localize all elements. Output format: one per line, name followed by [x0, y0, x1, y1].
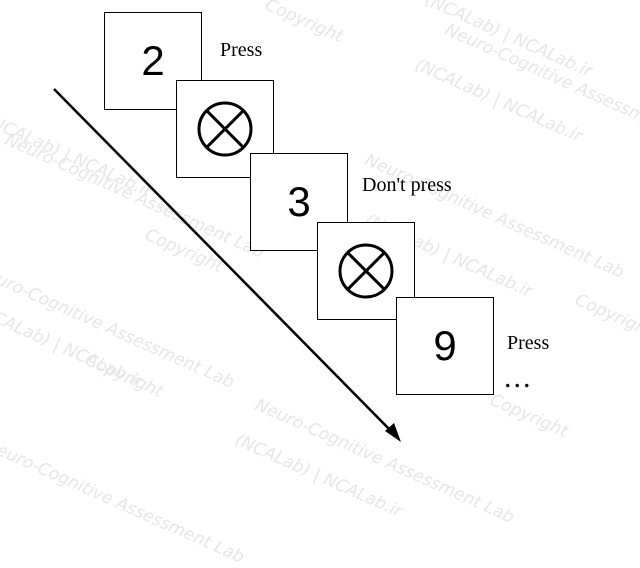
stimulus-digit: 9	[433, 322, 457, 369]
stimulus-card-fixation	[176, 80, 274, 178]
time-arrow-shaft	[53, 88, 395, 435]
stimulus-digit: 3	[287, 178, 311, 225]
response-label-press: Press	[507, 332, 550, 354]
stimulus-card-digit-9: 9	[396, 297, 494, 395]
circled-x-icon	[197, 101, 253, 157]
time-arrow	[53, 88, 401, 442]
stimulus-card-digit-3: 3	[250, 153, 348, 251]
response-label-dont-press: Don't press	[362, 174, 452, 196]
continuation-ellipsis: ...	[504, 361, 533, 394]
circled-x-icon	[338, 243, 394, 299]
time-arrow-head	[385, 423, 401, 442]
stimulus-digit: 2	[141, 37, 165, 84]
response-label-press: Press	[220, 39, 263, 61]
